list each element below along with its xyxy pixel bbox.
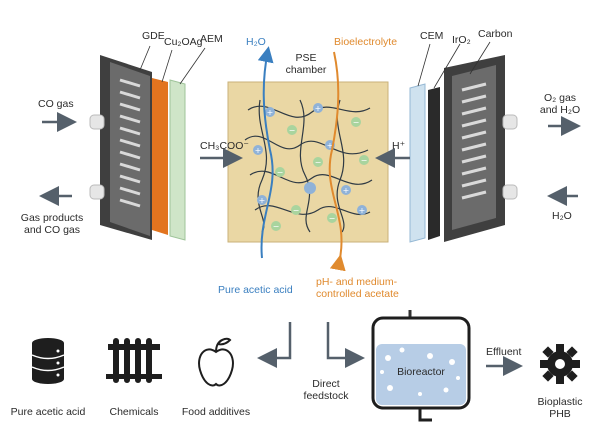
bioreactor	[371, 310, 471, 422]
pse-chamber: + + − − + + − − + + − − + − −	[227, 81, 389, 243]
product-food-additives-label: Food additives	[181, 406, 251, 418]
acetate-ion-label: CH₃COO⁻	[200, 140, 249, 152]
svg-text:−: −	[289, 126, 296, 135]
apple-icon	[198, 337, 234, 387]
ph-controlled-label-line1: pH- and medium-	[316, 276, 398, 288]
svg-text:+: +	[327, 141, 334, 150]
pse-chamber-label-line1: PSE	[295, 52, 317, 64]
water-in-label: H₂O	[246, 36, 266, 48]
co-gas-label: CO gas	[38, 98, 74, 110]
aem-membrane	[169, 79, 186, 241]
database-icon	[31, 338, 65, 384]
carbon-label: Carbon	[478, 28, 513, 40]
gas-products-label-line1: Gas products	[20, 212, 84, 224]
cu2oag-label: Cu₂OAg	[164, 36, 203, 48]
product-chemicals-label: Chemicals	[109, 406, 159, 418]
svg-text:−: −	[329, 214, 336, 223]
bioelectrolyte-flow-line	[328, 51, 346, 272]
right-electrode-assembly	[409, 55, 518, 243]
bioelectrolyte-label: Bioelectrolyte	[334, 36, 398, 48]
svg-text:−: −	[277, 168, 284, 177]
direct-feedstock-label-line1: Direct	[312, 378, 340, 390]
o2-gas-label-line1: O₂ gas	[543, 92, 577, 104]
aem-label: AEM	[200, 33, 223, 45]
water-flow-line	[257, 46, 274, 259]
polymer-network	[244, 99, 373, 233]
svg-text:−: −	[361, 156, 368, 165]
gde-flow-channels	[119, 78, 141, 208]
svg-text:+: +	[259, 196, 266, 205]
svg-text:+: +	[315, 104, 322, 113]
h2o-in-label: H₂O	[552, 210, 572, 222]
layer-leader-lines	[139, 41, 491, 89]
test-tubes-icon	[106, 338, 162, 383]
bioplastic-label-line2: PHB	[549, 408, 571, 420]
svg-text:−: −	[293, 206, 300, 215]
cem-label: CEM	[420, 30, 444, 42]
ph-controlled-label-line2: controlled acetate	[316, 288, 399, 300]
iro2-label: IrO₂	[452, 34, 471, 46]
pse-chamber-label-line2: chamber	[285, 64, 327, 76]
direct-feedstock-label-line2: feedstock	[303, 390, 349, 402]
ion-particles: + + − − + + − − + + − − + − −	[253, 103, 369, 231]
cem-membrane	[409, 83, 426, 243]
svg-text:+: +	[267, 108, 274, 117]
svg-text:−: −	[273, 222, 280, 231]
svg-text:−: −	[315, 158, 322, 167]
gde-label: GDE	[142, 30, 165, 42]
proton-label: H⁺	[392, 140, 406, 152]
connector-knob	[89, 114, 105, 130]
carbon-flow-channels	[461, 82, 487, 200]
cu2oag-layer	[152, 78, 168, 235]
gde-plate-face	[110, 62, 150, 236]
product-pure-acetic-acid-label: Pure acetic acid	[10, 406, 86, 418]
connector-knob	[502, 184, 518, 200]
pure-acetic-acid-output-label: Pure acetic acid	[218, 284, 293, 296]
svg-text:−: −	[353, 118, 360, 127]
connector-knob	[89, 184, 105, 200]
feedstock-arrow	[326, 322, 365, 368]
gear-icon	[540, 344, 580, 384]
svg-text:+: +	[255, 146, 262, 155]
effluent-label: Effluent	[486, 346, 522, 358]
bioreactor-label: Bioreactor	[397, 366, 445, 378]
bioreactor-bubbles	[380, 347, 460, 396]
purification-arrow	[257, 322, 292, 368]
connector-knob	[502, 114, 518, 130]
iro2-layer	[428, 87, 440, 240]
gas-products-label-line2: and CO gas	[23, 224, 81, 236]
left-electrode-assembly	[89, 55, 186, 241]
svg-text:+: +	[343, 186, 350, 195]
o2-gas-label-line2: and H₂O	[539, 104, 581, 116]
svg-text:+: +	[359, 206, 366, 215]
bioplastic-label-line1: Bioplastic	[537, 396, 583, 408]
